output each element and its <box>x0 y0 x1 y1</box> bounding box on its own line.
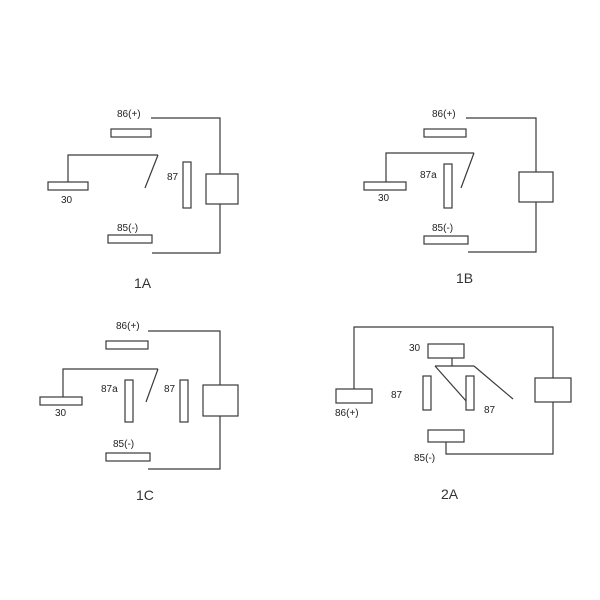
terminal-label-87a: 87a <box>101 384 118 395</box>
terminal-label-87-left: 87 <box>391 390 403 401</box>
wire-85-coil <box>445 402 554 455</box>
contact-87 <box>179 379 189 423</box>
wire-86-coil <box>148 330 221 385</box>
terminal-85 <box>107 234 153 244</box>
terminal-86 <box>105 340 149 350</box>
switch-arm <box>144 154 159 189</box>
terminal-label-86: 86(+) <box>335 408 359 419</box>
terminal-85 <box>105 452 151 462</box>
wire-86-coil <box>151 117 221 174</box>
contact-87a <box>124 379 134 423</box>
switch-arm-right <box>473 365 514 400</box>
terminal-label-86: 86(+) <box>117 109 141 120</box>
terminal-30 <box>427 343 465 359</box>
terminal-label-30: 30 <box>409 343 421 354</box>
diagram-caption: 2A <box>441 486 459 502</box>
contact-87 <box>182 161 192 209</box>
terminal-86 <box>423 128 467 138</box>
wire-30-left <box>435 358 453 367</box>
terminal-label-85: 85(-) <box>113 439 134 450</box>
wire-30-switch <box>67 154 158 182</box>
terminal-86 <box>335 388 373 404</box>
terminal-label-30: 30 <box>61 195 73 206</box>
contact-87-left <box>422 375 432 411</box>
terminal-label-86: 86(+) <box>116 321 140 332</box>
terminal-85 <box>423 235 469 245</box>
terminal-label-87a: 87a <box>420 170 437 181</box>
switch-arm-left <box>434 365 468 403</box>
relay-coil <box>518 171 554 203</box>
contact-87-right <box>465 375 475 411</box>
terminal-30 <box>363 181 407 191</box>
relay-coil <box>534 377 572 403</box>
relay-diagram-2a: 30 87 87 86(+) 85(-) 2A <box>335 326 572 502</box>
terminal-85 <box>427 429 465 443</box>
terminal-label-86: 86(+) <box>432 109 456 120</box>
terminal-label-85: 85(-) <box>117 223 138 234</box>
wire-86-coil <box>466 117 537 172</box>
relay-coil <box>205 173 239 205</box>
contact-87a <box>443 163 453 209</box>
terminal-86 <box>110 128 152 138</box>
wire-30-switch <box>62 368 158 397</box>
relay-diagram-1a: 86(+) 85(-) 30 87 1A <box>47 109 239 291</box>
diagram-caption: 1A <box>134 275 152 291</box>
terminal-label-85: 85(-) <box>414 453 435 464</box>
relay-diagram-1b: 86(+) 85(-) 30 87a 1B <box>363 109 554 286</box>
terminal-label-85: 85(-) <box>432 223 453 234</box>
relay-diagram-1c: 86(+) 85(-) 30 87a 87 1C <box>39 321 239 503</box>
terminal-label-87: 87 <box>167 172 179 183</box>
switch-arm <box>145 368 159 403</box>
wire-85-coil <box>152 204 221 254</box>
wire-30-switch <box>385 152 474 182</box>
relay-coil <box>202 384 239 417</box>
wire-85-coil <box>468 202 537 253</box>
terminal-label-87-right: 87 <box>484 405 496 416</box>
terminal-label-87: 87 <box>164 384 176 395</box>
switch-arm <box>460 152 475 189</box>
diagram-caption: 1C <box>136 487 154 503</box>
terminal-30 <box>47 181 89 191</box>
wire-86-coil <box>353 326 554 389</box>
wire-85-coil <box>148 416 221 470</box>
terminal-30 <box>39 396 83 406</box>
terminal-label-30: 30 <box>55 408 67 419</box>
terminal-label-30: 30 <box>378 193 390 204</box>
diagram-caption: 1B <box>456 270 473 286</box>
